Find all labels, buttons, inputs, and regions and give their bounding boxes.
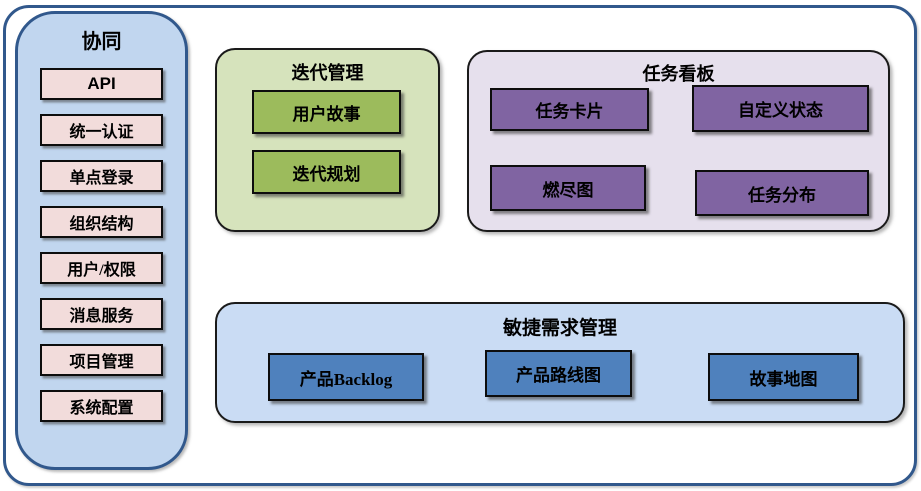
node-custom-status: 自定义状态	[692, 85, 869, 132]
node-iteration-planning: 迭代规划	[252, 150, 401, 194]
node-product-backlog: 产品Backlog	[268, 353, 424, 401]
node-story-map: 故事地图	[708, 353, 859, 401]
node-product-roadmap: 产品路线图	[485, 350, 632, 397]
node-task-card: 任务卡片	[490, 88, 649, 131]
node-task-distribution: 任务分布	[695, 170, 869, 216]
requirements-panel-title: 敏捷需求管理	[502, 318, 617, 339]
sidebar-title: 协同	[81, 31, 122, 53]
node-burndown-chart: 燃尽图	[490, 165, 646, 211]
sidebar-item-sso: 单点登录	[40, 160, 163, 192]
iteration-panel-title: 迭代管理	[291, 63, 364, 83]
taskboard-panel-title: 任务看板	[642, 64, 715, 84]
sidebar-item-org-structure: 组织结构	[40, 206, 163, 238]
node-user-story: 用户故事	[252, 90, 401, 134]
sidebar-item-unified-auth: 统一认证	[40, 114, 163, 146]
sidebar-item-user-permissions: 用户/权限	[40, 252, 163, 284]
sidebar-item-project-management: 项目管理	[40, 344, 163, 376]
sidebar-item-message-service: 消息服务	[40, 298, 163, 330]
iteration-management-panel: 迭代管理 用户故事 迭代规划	[215, 48, 440, 232]
task-board-panel: 任务看板 任务卡片 自定义状态 燃尽图 任务分布	[467, 50, 890, 232]
collaboration-sidebar: 协同 API 统一认证 单点登录 组织结构 用户/权限 消息服务 项目管理 系统…	[15, 11, 188, 470]
sidebar-item-system-config: 系统配置	[40, 390, 163, 422]
agile-requirements-panel: 敏捷需求管理 产品Backlog 产品路线图 故事地图	[215, 302, 905, 423]
sidebar-item-api: API	[40, 68, 163, 100]
